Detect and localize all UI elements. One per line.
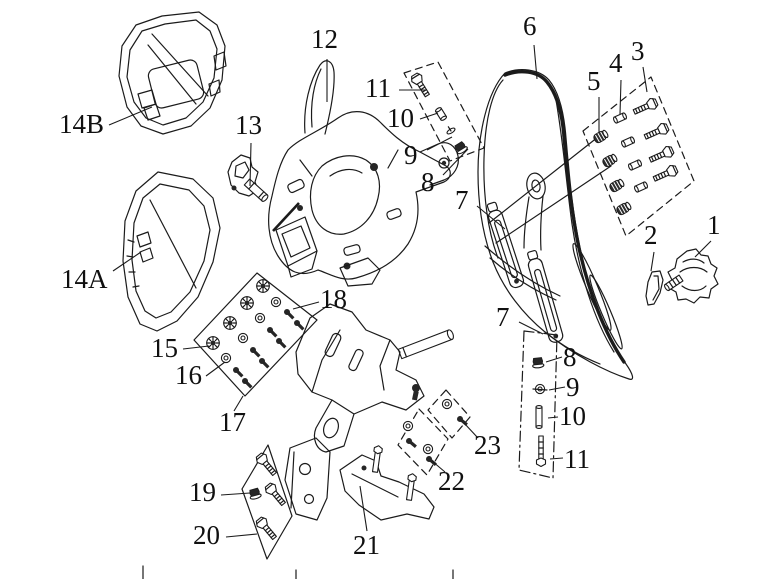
callout-6: 6 <box>523 11 537 41</box>
callout-13: 13 <box>235 110 262 140</box>
callout-23: 23 <box>474 430 501 460</box>
callout-11-upper: 11 <box>365 73 391 103</box>
fastener-box-3-4-5 <box>582 76 695 237</box>
callout-2: 2 <box>644 220 658 250</box>
callout-8-upper: 8 <box>421 167 435 197</box>
part-2-wedge-drawing <box>645 270 664 306</box>
callout-21: 21 <box>353 530 380 560</box>
callout-1: 1 <box>707 210 721 240</box>
bottom-table-ticks <box>142 565 454 579</box>
callout-16: 16 <box>175 360 202 390</box>
part-6-windshield-drawing <box>477 69 634 380</box>
part-14B-meter-cover-drawing <box>118 11 227 135</box>
part-21-lower-bracket-drawing <box>284 303 454 521</box>
fastener-box-23 <box>427 389 471 439</box>
callout-leader-lines <box>108 44 712 538</box>
callout-20: 20 <box>193 520 220 550</box>
callout-22: 22 <box>438 466 465 496</box>
callout-18: 18 <box>320 284 347 314</box>
callout-3: 3 <box>631 36 645 66</box>
callout-11-right: 11 <box>564 444 590 474</box>
callout-19: 19 <box>189 477 216 507</box>
part-7-rubber-strip-lower <box>527 250 564 343</box>
callout-9-upper: 9 <box>404 140 418 170</box>
part-14A-meter-visor-drawing <box>122 171 221 332</box>
callout-10-right: 10 <box>559 401 586 431</box>
fastener-box-8-11-right <box>518 330 558 479</box>
part-1-knob-drawing <box>663 248 719 304</box>
callout-7-lower: 7 <box>496 302 510 332</box>
callout-9-right: 9 <box>566 372 580 402</box>
callout-5: 5 <box>587 66 601 96</box>
callout-15: 15 <box>151 333 178 363</box>
fastener-box-19-20 <box>241 444 293 560</box>
callout-10-upper: 10 <box>387 103 414 133</box>
callout-14B: 14B <box>59 109 105 139</box>
part-7-rubber-strip-upper <box>486 201 525 289</box>
part-12-meter-bracket-drawing <box>268 60 459 287</box>
fastener-box-22 <box>397 408 449 476</box>
part-13-sensor-drawing <box>227 154 269 202</box>
callout-7-upper: 7 <box>455 185 469 215</box>
callout-4: 4 <box>609 48 623 78</box>
fastener-box-15-18 <box>193 272 318 397</box>
callout-12: 12 <box>311 24 338 54</box>
callout-14A: 14A <box>61 264 108 294</box>
callout-17: 17 <box>219 407 246 437</box>
callout-8-right: 8 <box>563 342 577 372</box>
